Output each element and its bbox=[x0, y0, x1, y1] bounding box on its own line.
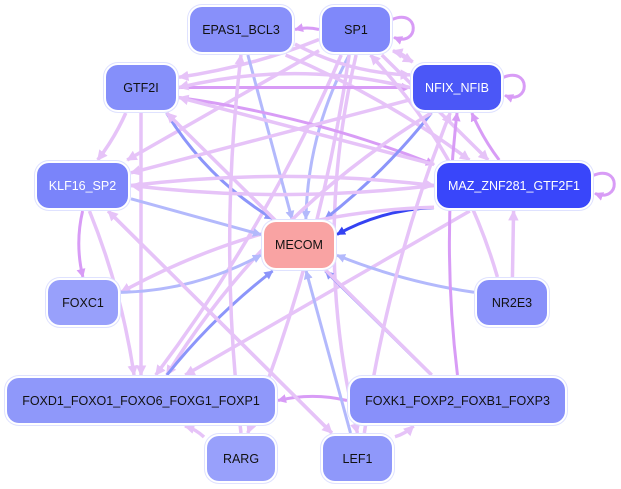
edge-epas1_bcl3-to-maz_znf281_gtf2f1 bbox=[284, 53, 471, 162]
node-lef1[interactable]: LEF1 bbox=[323, 436, 392, 481]
node-gtf2i[interactable]: GTF2I bbox=[106, 65, 176, 110]
edge-foxk1-to-foxd1 bbox=[277, 394, 348, 403]
node-epas1-bcl3[interactable]: EPAS1_BCL3 bbox=[190, 7, 292, 52]
edge-klf16_sp2-to-maz_znf281_gtf2f1 bbox=[130, 174, 436, 190]
edge-gtf2i-to-maz_znf281_gtf2f1 bbox=[178, 95, 435, 166]
node-rarg[interactable]: RARG bbox=[207, 436, 275, 481]
node-maz-znf281-gtf2f1[interactable]: MAZ_ZNF281_GTF2F1 bbox=[437, 163, 591, 208]
edge-nr2e3-to-maz_znf281_gtf2f1 bbox=[508, 209, 519, 278]
edge-sp1-to-foxd1 bbox=[154, 54, 343, 377]
node-sp1[interactable]: SP1 bbox=[322, 7, 390, 52]
edge-nfix_nfib-to-sp1 bbox=[391, 48, 414, 64]
edge-lef1-to-mecom bbox=[303, 270, 352, 434]
edge-lef1-to-klf16_sp2 bbox=[106, 209, 334, 435]
edge-foxk1-to-nfix_nfib bbox=[447, 112, 461, 376]
node-foxk1-foxp2-foxb1-foxp3[interactable]: FOXK1_FOXP2_FOXB1_FOXP3 bbox=[350, 378, 565, 423]
edge-maz_znf281_gtf2f1-to-klf16_sp2 bbox=[129, 181, 435, 197]
node-mecom[interactable]: MECOM bbox=[264, 222, 334, 268]
edge-sp1-to-epas1_bcl3 bbox=[294, 23, 320, 32]
edge-lef1-to-foxk1 bbox=[394, 424, 415, 439]
node-nfix-nfib[interactable]: NFIX_NFIB bbox=[413, 65, 501, 110]
node-foxd1-foxo1-foxo6-foxg1-foxp1[interactable]: FOXD1_FOXO1_FOXO6_FOXG1_FOXP1 bbox=[7, 378, 275, 423]
edge-maz_znf281_gtf2f1-to-nfix_nfib bbox=[470, 112, 501, 161]
edge-sp1-to-lef1 bbox=[332, 54, 361, 435]
edge-rarg-to-foxd1 bbox=[183, 423, 206, 439]
edge-maz_znf281_gtf2f1-to-gtf2i bbox=[177, 94, 435, 167]
edge-nr2e3-to-sp1 bbox=[369, 53, 500, 278]
edge-maz_znf281_gtf2f1-to-foxd1 bbox=[184, 209, 471, 377]
edge-nfix_nfib-to-gtf2i bbox=[177, 71, 411, 91]
node-klf16-sp2[interactable]: KLF16_SP2 bbox=[37, 163, 128, 208]
edge-klf16_sp2-to-foxc1 bbox=[76, 210, 86, 278]
edge-klf16_sp2-to-mecom bbox=[130, 197, 262, 237]
node-foxc1[interactable]: FOXC1 bbox=[48, 280, 118, 325]
edge-sp1-to-sp1 bbox=[391, 15, 415, 45]
edge-foxc1-to-mecom bbox=[120, 253, 262, 294]
node-nr2e3[interactable]: NR2E3 bbox=[477, 280, 547, 325]
edge-gtf2i-to-klf16_sp2 bbox=[96, 112, 128, 162]
edge-maz_znf281_gtf2f1-to-maz_znf281_gtf2f1 bbox=[592, 171, 616, 201]
edge-gtf2i-to-mecom bbox=[165, 112, 274, 221]
edge-nfix_nfib-to-mecom bbox=[324, 112, 433, 221]
edge-nr2e3-to-mecom bbox=[336, 253, 475, 294]
edge-nfix_nfib-to-klf16_sp2 bbox=[129, 98, 411, 176]
edge-nfix_nfib-to-nfix_nfib bbox=[502, 73, 526, 103]
edge-epas1_bcl3-to-nfix_nfib bbox=[294, 42, 412, 80]
